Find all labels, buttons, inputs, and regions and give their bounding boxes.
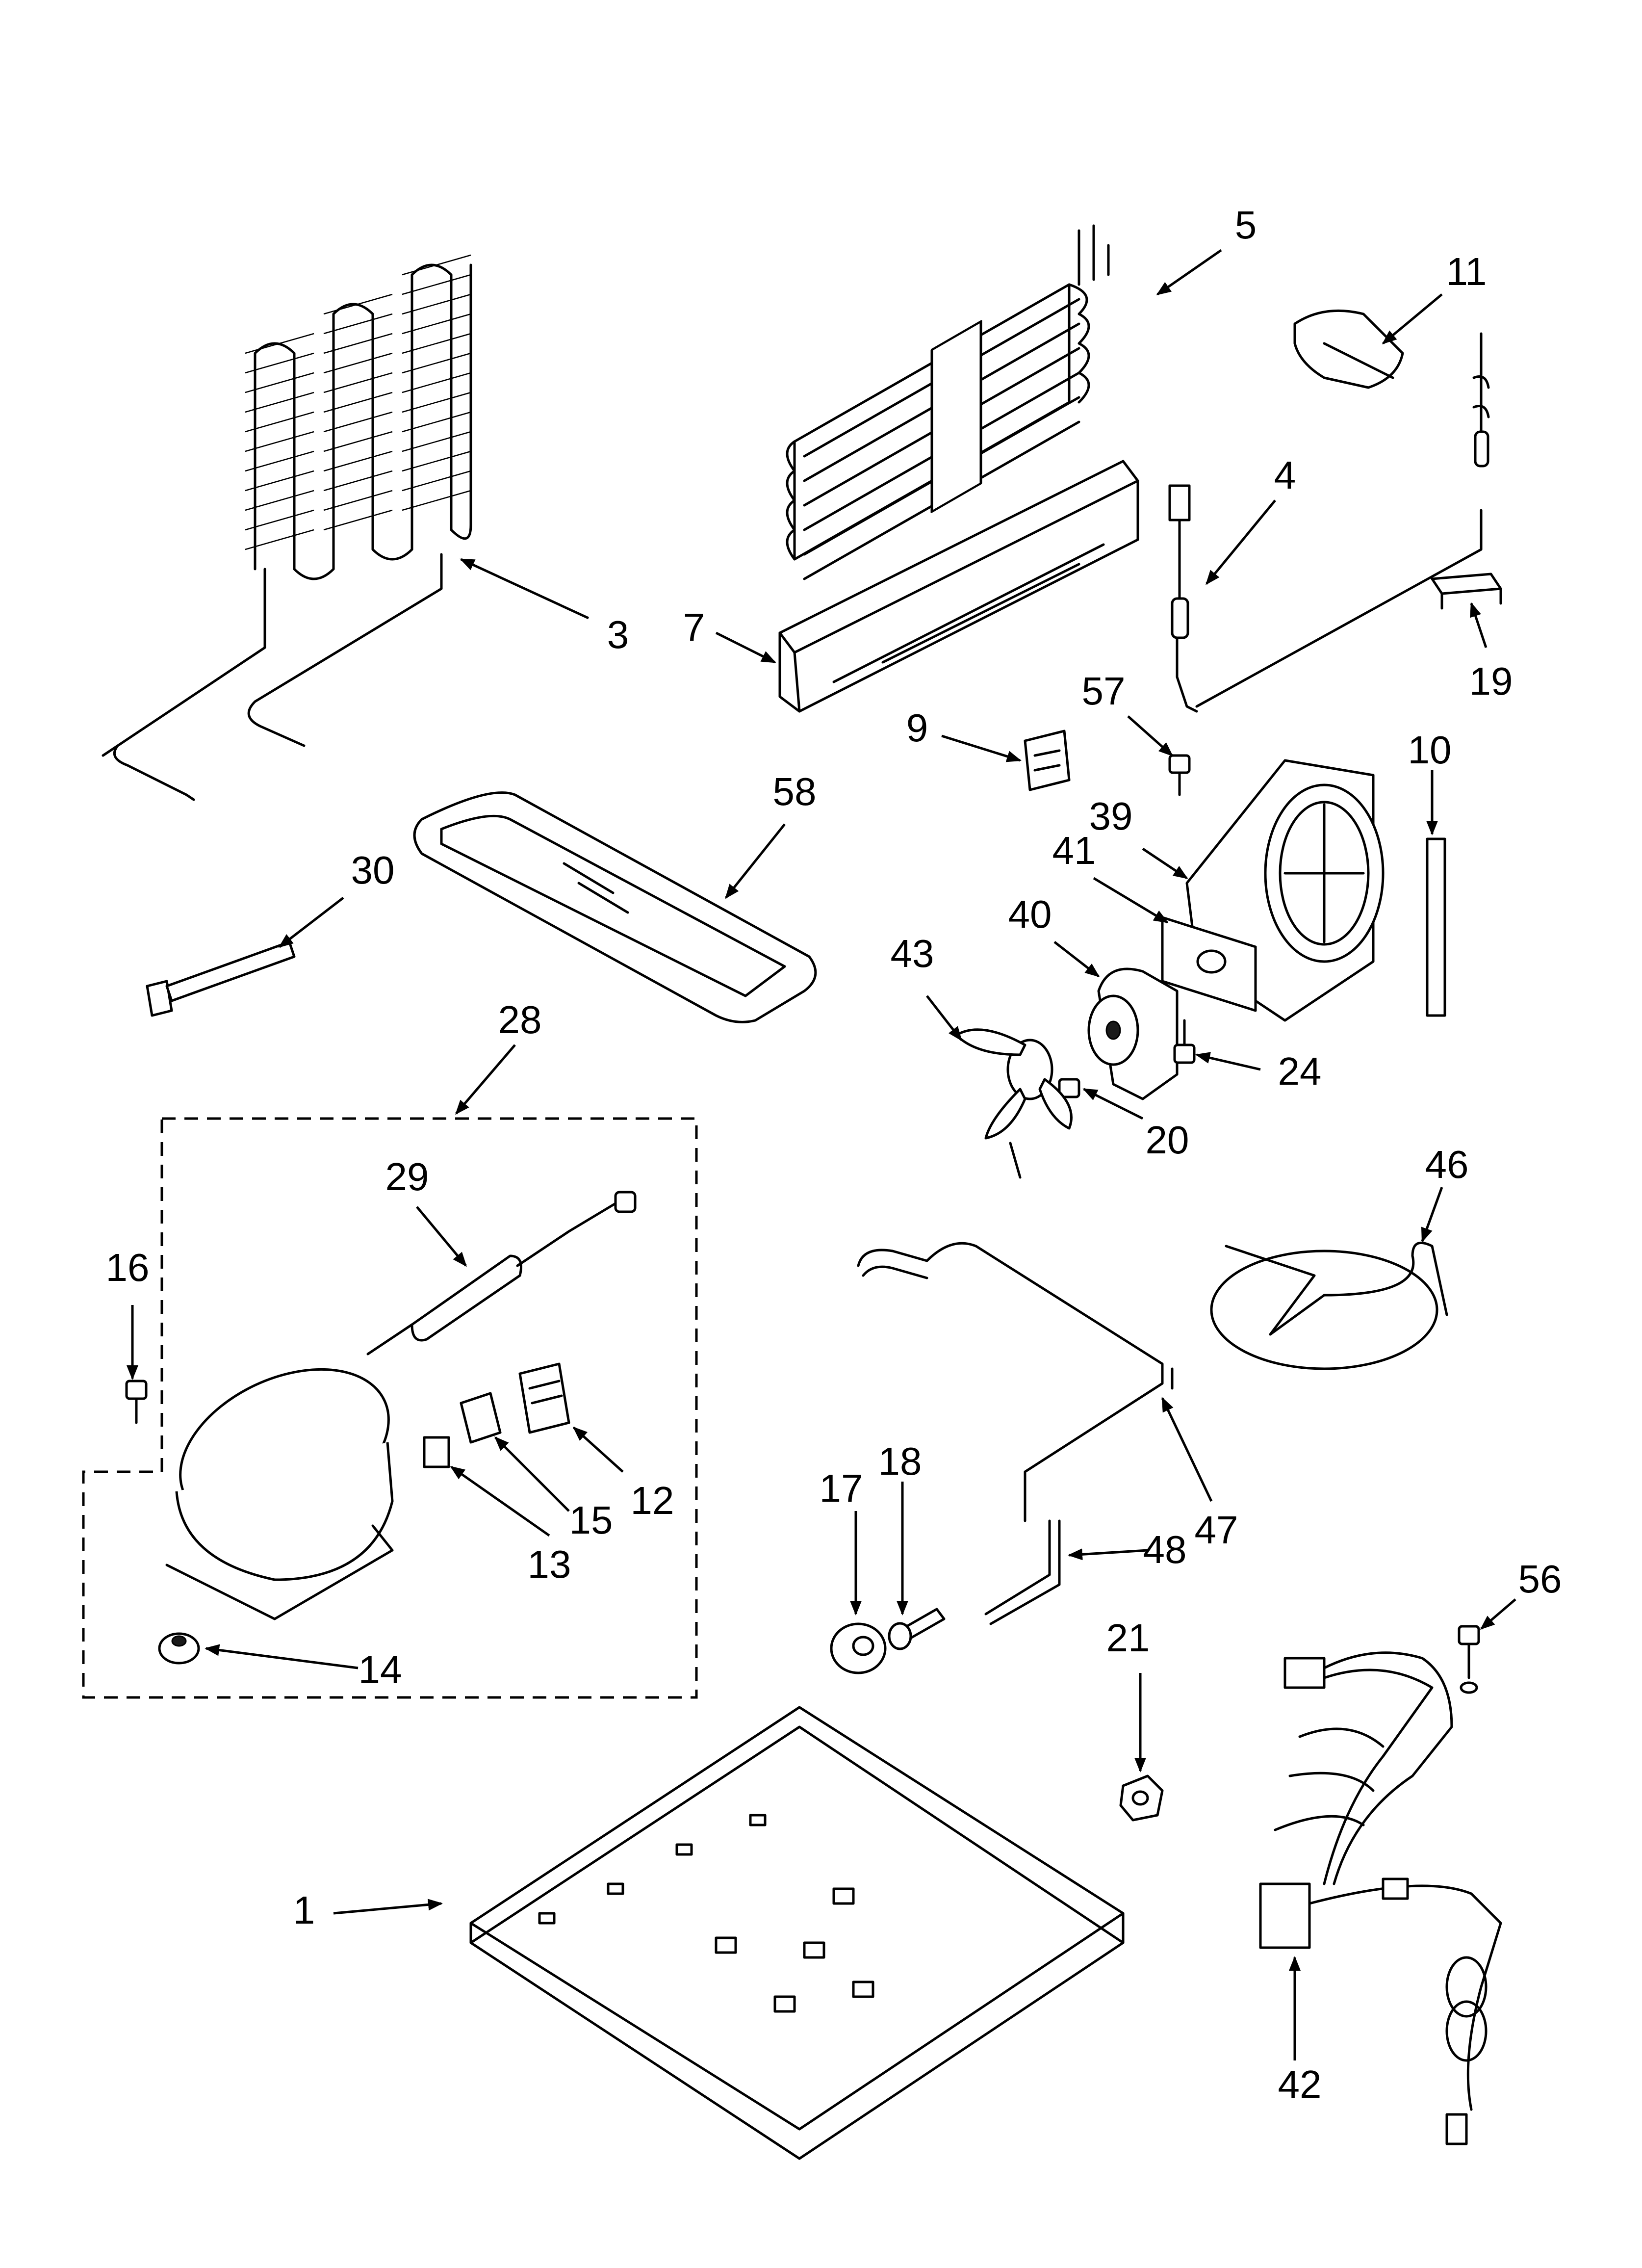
callout-19: 19 bbox=[1469, 659, 1513, 703]
callout-9: 9 bbox=[906, 706, 928, 750]
callout-43: 43 bbox=[891, 932, 934, 975]
part-fan-motor bbox=[1087, 967, 1179, 1100]
part-cover-cap bbox=[1293, 309, 1404, 389]
leader-4 bbox=[1206, 499, 1276, 585]
part-tube-46 bbox=[1210, 1241, 1448, 1370]
callout-40: 40 bbox=[1008, 892, 1052, 936]
kit-boundary-28 bbox=[82, 1117, 698, 1699]
part-evaporator-coil bbox=[786, 224, 1110, 580]
part-screw-20 bbox=[1058, 1078, 1080, 1098]
leader-39 bbox=[1142, 847, 1188, 880]
callout-15: 15 bbox=[569, 1498, 613, 1542]
callout-13: 13 bbox=[528, 1542, 571, 1586]
callout-42: 42 bbox=[1278, 2062, 1322, 2106]
leader-29 bbox=[416, 1206, 467, 1267]
leader-40 bbox=[1053, 941, 1100, 977]
part-tube-48 bbox=[984, 1519, 1061, 1625]
leader-56 bbox=[1480, 1598, 1516, 1630]
part-drain-trough bbox=[778, 460, 1139, 713]
part-base-frame bbox=[469, 1706, 1125, 2160]
part-fan-blade bbox=[955, 1028, 1073, 1179]
part-bracket bbox=[1024, 730, 1071, 791]
part-wiring-harness bbox=[1259, 1651, 1502, 2145]
part-thermistor bbox=[1168, 484, 1198, 713]
callout-58: 58 bbox=[773, 770, 817, 813]
callout-labels: 3 5 7 11 4 19 9 57 10 39 41 40 43 24 20 … bbox=[106, 203, 1562, 2106]
leader-43 bbox=[926, 995, 962, 1042]
leader-24 bbox=[1195, 1052, 1261, 1071]
callout-24: 24 bbox=[1278, 1049, 1322, 1093]
part-cable-tie bbox=[146, 940, 296, 1017]
callout-7: 7 bbox=[683, 605, 705, 649]
leader-47 bbox=[1161, 1397, 1213, 1502]
callout-11: 11 bbox=[1446, 250, 1487, 293]
leader-20 bbox=[1082, 1088, 1144, 1120]
callout-46: 46 bbox=[1425, 1143, 1469, 1186]
callout-18: 18 bbox=[878, 1439, 922, 1483]
part-relay-cover-12 bbox=[518, 1362, 570, 1434]
leader-30 bbox=[278, 897, 344, 948]
part-condenser-coil bbox=[102, 254, 472, 801]
leader-11 bbox=[1382, 293, 1443, 344]
part-roller bbox=[830, 1622, 887, 1674]
leader-48 bbox=[1068, 1548, 1148, 1561]
part-foam-strip bbox=[1426, 837, 1446, 1017]
leader-1 bbox=[333, 1899, 443, 1915]
callout-21: 21 bbox=[1106, 1616, 1150, 1660]
leader-14 bbox=[205, 1644, 359, 1669]
part-filter-drier bbox=[366, 1191, 637, 1356]
leader-7 bbox=[715, 631, 776, 664]
callout-3: 3 bbox=[607, 613, 629, 656]
leader-15 bbox=[494, 1436, 570, 1512]
leader-28 bbox=[455, 1044, 516, 1115]
callout-17: 17 bbox=[820, 1466, 863, 1510]
leader-46 bbox=[1421, 1187, 1443, 1243]
part-nut bbox=[1119, 1774, 1164, 1822]
callout-16: 16 bbox=[106, 1246, 150, 1289]
part-screw-24 bbox=[1173, 1019, 1196, 1064]
leader-lines bbox=[127, 249, 1516, 2060]
leader-41 bbox=[1093, 877, 1169, 924]
part-drain-pan bbox=[413, 791, 817, 1023]
part-screw-57 bbox=[1168, 754, 1191, 796]
callout-39: 39 bbox=[1089, 794, 1133, 838]
leader-58 bbox=[725, 823, 786, 899]
part-clip bbox=[1431, 573, 1502, 610]
leader-5 bbox=[1156, 249, 1222, 296]
part-sensor-wire bbox=[1195, 332, 1490, 708]
callout-4: 4 bbox=[1274, 453, 1296, 497]
callout-48: 48 bbox=[1143, 1528, 1187, 1571]
callout-28: 28 bbox=[498, 998, 542, 1042]
part-screw-16 bbox=[125, 1380, 148, 1424]
callout-29: 29 bbox=[385, 1155, 429, 1199]
callout-5: 5 bbox=[1235, 203, 1257, 247]
leader-19 bbox=[1470, 602, 1488, 648]
part-grommet bbox=[158, 1632, 200, 1665]
part-relay-13 bbox=[423, 1436, 450, 1468]
callout-12: 12 bbox=[631, 1479, 674, 1522]
callout-20: 20 bbox=[1146, 1118, 1189, 1162]
callout-57: 57 bbox=[1082, 669, 1126, 713]
leader-3 bbox=[460, 558, 590, 620]
callout-41: 41 bbox=[1052, 829, 1096, 872]
callout-1: 1 bbox=[293, 1888, 315, 1932]
part-screw-56 bbox=[1458, 1625, 1480, 1694]
part-motor-plate bbox=[1161, 916, 1257, 1012]
part-axle-pin bbox=[888, 1608, 946, 1650]
leader-57 bbox=[1127, 715, 1174, 756]
leader-13 bbox=[450, 1465, 550, 1537]
callout-10: 10 bbox=[1408, 728, 1452, 772]
callout-56: 56 bbox=[1518, 1557, 1562, 1601]
callout-30: 30 bbox=[351, 848, 395, 892]
part-overload-15 bbox=[460, 1392, 502, 1444]
leader-9 bbox=[941, 734, 1022, 762]
leader-12 bbox=[572, 1426, 624, 1473]
callout-47: 47 bbox=[1195, 1508, 1238, 1552]
part-compressor bbox=[165, 1368, 394, 1620]
callout-14: 14 bbox=[359, 1648, 402, 1692]
part-tube-47 bbox=[857, 1242, 1174, 1522]
